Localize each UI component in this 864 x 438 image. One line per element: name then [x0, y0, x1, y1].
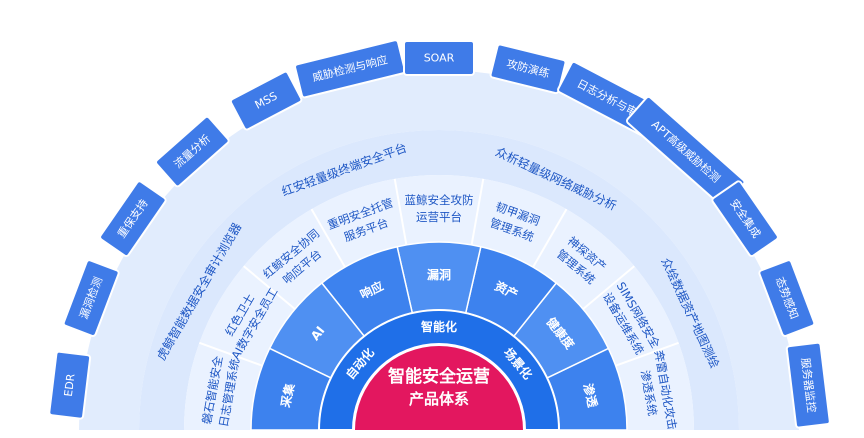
mid-ring-label: AI — [308, 324, 328, 343]
outer-tab: 重保支持 — [99, 180, 167, 257]
outer-tab-bg — [155, 115, 230, 188]
outer-tab: 攻防演练 — [489, 43, 567, 95]
outer-tab: MSS — [229, 70, 303, 131]
outer-tab-bg — [403, 40, 475, 76]
outer-tab-bg — [489, 43, 567, 95]
outer-tab-bg — [711, 180, 779, 257]
outer-tab: SOAR — [403, 40, 475, 76]
center-title-line1: 智能安全运营 — [388, 366, 490, 387]
outer-band — [79, 70, 799, 430]
product-ring — [184, 175, 694, 430]
product-divider — [582, 265, 635, 310]
outer-tab-bg — [48, 350, 92, 420]
outer-tab: 服务器监控 — [785, 341, 831, 429]
center-disc — [355, 346, 523, 430]
product-divider — [470, 178, 485, 246]
blue-ring — [317, 309, 561, 431]
product-divider — [393, 178, 408, 246]
product-label-line1: 蓝鲸安全攻防 — [405, 193, 474, 207]
mid-ring-label: 采集 — [277, 381, 297, 410]
outer-tab: 态势感知 — [758, 259, 816, 337]
product-label-line2: 运营平台 — [416, 210, 462, 224]
product-divider — [243, 265, 296, 310]
outer-tab: 漏洞检测 — [62, 259, 120, 337]
outer-tab-bg — [294, 39, 406, 99]
outer-tab-bg — [758, 259, 816, 337]
outer-tab-label: 服务器监控 — [799, 357, 820, 413]
mid-ring-label: 漏洞 — [427, 267, 451, 282]
outer-tab-bg — [785, 341, 831, 429]
blue-ring-label: 智能化 — [420, 319, 457, 334]
outer-tab-label: SOAR — [424, 52, 455, 65]
outer-tab-label: EDR — [62, 373, 78, 398]
lightweight-ring — [139, 130, 739, 430]
product-divider — [310, 208, 346, 268]
product-divider — [615, 341, 679, 367]
center-title-line2: 产品体系 — [409, 390, 469, 408]
mid-ring-label: 渗透 — [581, 382, 601, 410]
outer-tab-bg — [99, 180, 167, 257]
outer-tab: EDR — [48, 350, 92, 420]
outer-tab-bg — [229, 70, 303, 131]
product-divider — [199, 341, 263, 367]
outer-tab: 威胁检测与响应 — [294, 39, 406, 99]
product-divider — [532, 208, 568, 268]
outer-tab-bg — [62, 259, 120, 337]
